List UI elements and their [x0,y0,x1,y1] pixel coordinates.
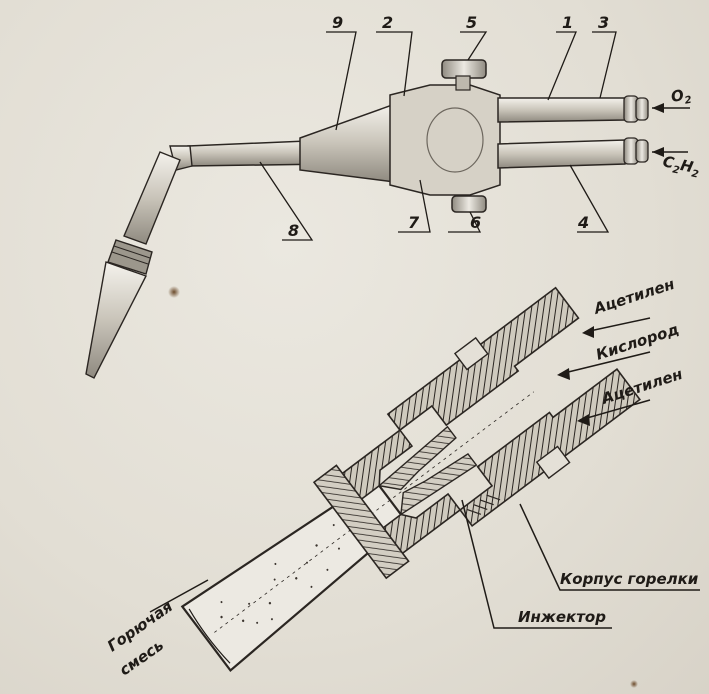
part-number-6: 6 [470,213,481,232]
acetylene-tube [497,139,626,169]
part-number-9: 9 [332,13,343,32]
acetylene-valve-knob [451,195,487,213]
torch-body-lower [458,368,641,528]
part-number-5: 5 [466,13,477,32]
torch-body-upper [386,286,580,432]
label-injector: Инжектор [518,608,606,626]
oxygen-nipple [623,95,649,123]
torch-assembly [85,31,690,379]
oxygen-valve-knob [441,59,487,79]
valve-block [389,84,501,196]
tip-nozzle [85,145,193,379]
part-number-1: 1 [562,13,573,32]
stain [630,680,638,688]
tapered-body [299,102,396,183]
acetylene-nipple [623,137,649,165]
stain [168,286,180,298]
injector-section [180,286,641,673]
part-number-4: 4 [577,213,589,232]
union-nut [312,464,410,580]
label-acetylene-top: Ацетилен [591,275,677,318]
part-number-3: 3 [598,13,609,32]
part-number-2: 2 [382,13,393,32]
part-number-7: 7 [408,213,420,232]
acetylene-formula: C2H2 [661,152,702,180]
leader-lines [259,31,617,241]
label-torch-body: Корпус горелки [560,570,699,588]
section-leaders [149,317,700,629]
injector-nozzle [377,425,457,491]
oxygen-tube [497,97,626,123]
part-number-8: 8 [288,221,299,240]
oxygen-formula: O2 [670,85,693,109]
